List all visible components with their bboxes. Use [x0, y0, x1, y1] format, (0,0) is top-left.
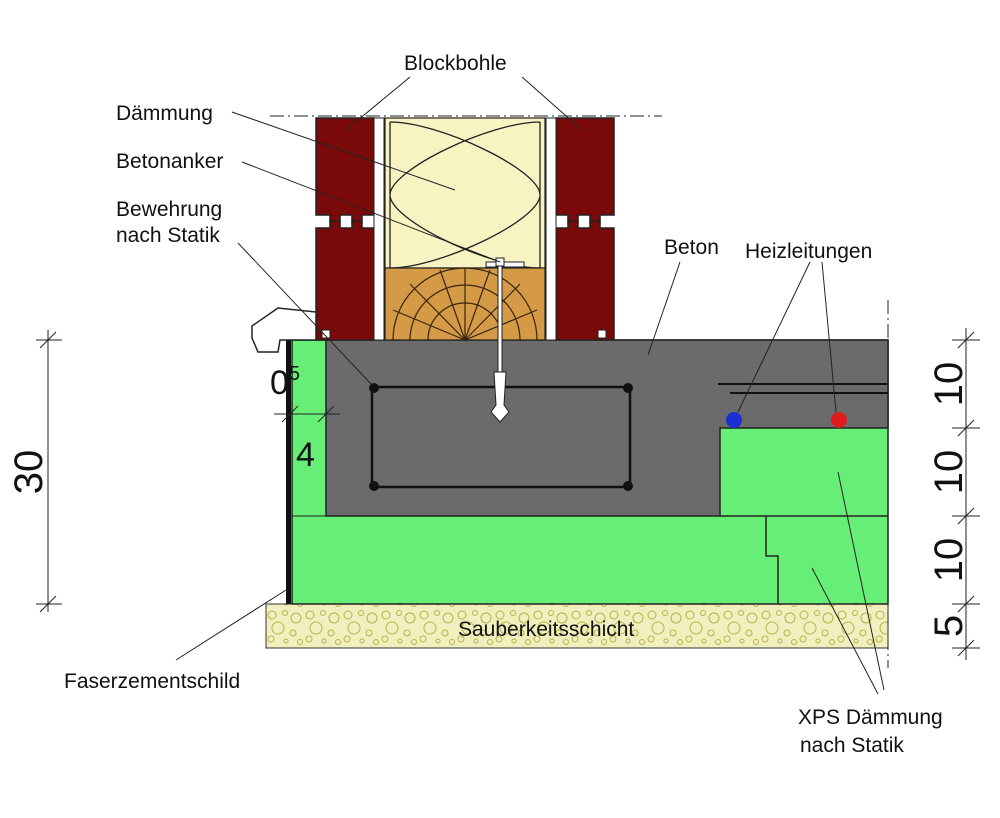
label-bewehrung-line1: Bewehrung: [116, 198, 222, 221]
label-xps-line2: nach Statik: [800, 734, 904, 757]
sauberkeitsschicht-layer: [265, 603, 889, 649]
dim-gap: 05: [270, 363, 300, 402]
daemmung-insulation: [384, 117, 546, 269]
dimension-right: [952, 328, 980, 660]
label-beton: Beton: [664, 236, 719, 259]
rebar-dot: [369, 383, 379, 393]
blockbohle-left: [315, 117, 375, 341]
betonanker: [485, 257, 525, 423]
heating-pipe-flow: [726, 412, 742, 428]
label-bewehrung-line2: nach Statik: [116, 224, 220, 247]
label-blockbohle: Blockbohle: [404, 52, 507, 75]
blockbohle-right: [555, 117, 615, 341]
dimension-left: [36, 330, 340, 613]
label-heizleitungen: Heizleitungen: [745, 240, 872, 263]
dim-right-1: 10: [927, 362, 971, 407]
rebar-dot: [369, 481, 379, 491]
label-xps-line1: XPS Dämmung: [798, 706, 943, 729]
insulation-wave: [389, 121, 541, 269]
label-daemmung: Dämmung: [116, 102, 213, 125]
cavity-frame-right: [545, 117, 557, 341]
heating-pipe-return: [831, 412, 847, 428]
label-betonanker: Betonanker: [116, 150, 223, 173]
dim-right-4: 5: [927, 615, 971, 637]
dim-gap-exp: 5: [289, 363, 300, 385]
rebar-dot: [623, 481, 633, 491]
dim-total-30: 30: [7, 450, 51, 495]
dim-right-3: 10: [927, 538, 971, 583]
faserzementschild: [286, 340, 291, 604]
drip-profile: [251, 307, 317, 353]
leader-lines: [175, 76, 885, 695]
xps-step-line: [765, 516, 779, 604]
dim-right-2: 10: [927, 450, 971, 495]
dim-gap-base: 0: [270, 364, 289, 402]
wall-gap: [321, 329, 331, 339]
label-faserzementschild: Faserzementschild: [64, 670, 240, 693]
cavity-frame-left: [373, 117, 385, 341]
rebar-dot: [623, 383, 633, 393]
label-sauberkeitsschicht: Sauberkeitsschicht: [458, 618, 634, 641]
dim-shield-insulation: 4: [296, 436, 315, 474]
wall-gap: [597, 329, 607, 339]
